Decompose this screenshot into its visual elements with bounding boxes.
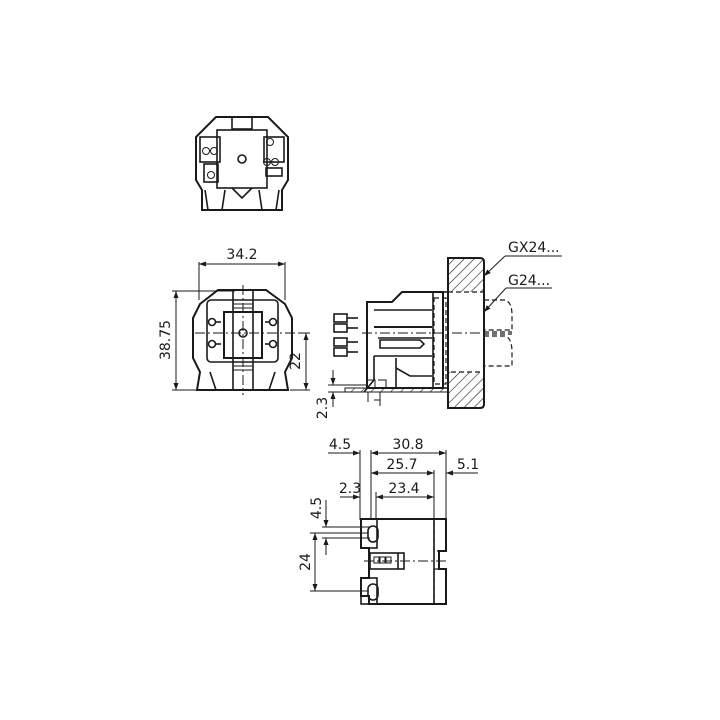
dim-width-label: 34.2 (226, 247, 257, 263)
dim-height-label: 38.75 (158, 320, 174, 360)
side-view-annotations: 2.3 GX24... G24... (315, 240, 562, 419)
side-view (333, 257, 513, 409)
dim-g-label: 4.5 (309, 497, 325, 519)
dim-b-label: 30.8 (392, 437, 423, 453)
front-view-dimensions: 34.2 38.75 22 (158, 247, 310, 391)
dim-center-height-label: 22 (288, 352, 304, 370)
dim-plate-offset-label: 2.3 (315, 397, 331, 419)
bottom-view-dimensions: 4.5 30.8 25.7 5.1 2.3 23.4 4.5 24 (298, 437, 479, 592)
top-view (195, 116, 289, 211)
front-view (192, 285, 310, 395)
callout-gx24: GX24... (508, 240, 560, 256)
dim-h-label: 24 (298, 553, 314, 571)
bottom-view (360, 518, 448, 605)
dim-e-label: 2.3 (339, 481, 361, 497)
dim-d-label: 5.1 (457, 457, 479, 473)
dim-c-label: 25.7 (386, 457, 417, 473)
callout-g24: G24... (508, 273, 550, 289)
dim-a-label: 4.5 (329, 437, 351, 453)
dim-f-label: 23.4 (388, 481, 419, 497)
